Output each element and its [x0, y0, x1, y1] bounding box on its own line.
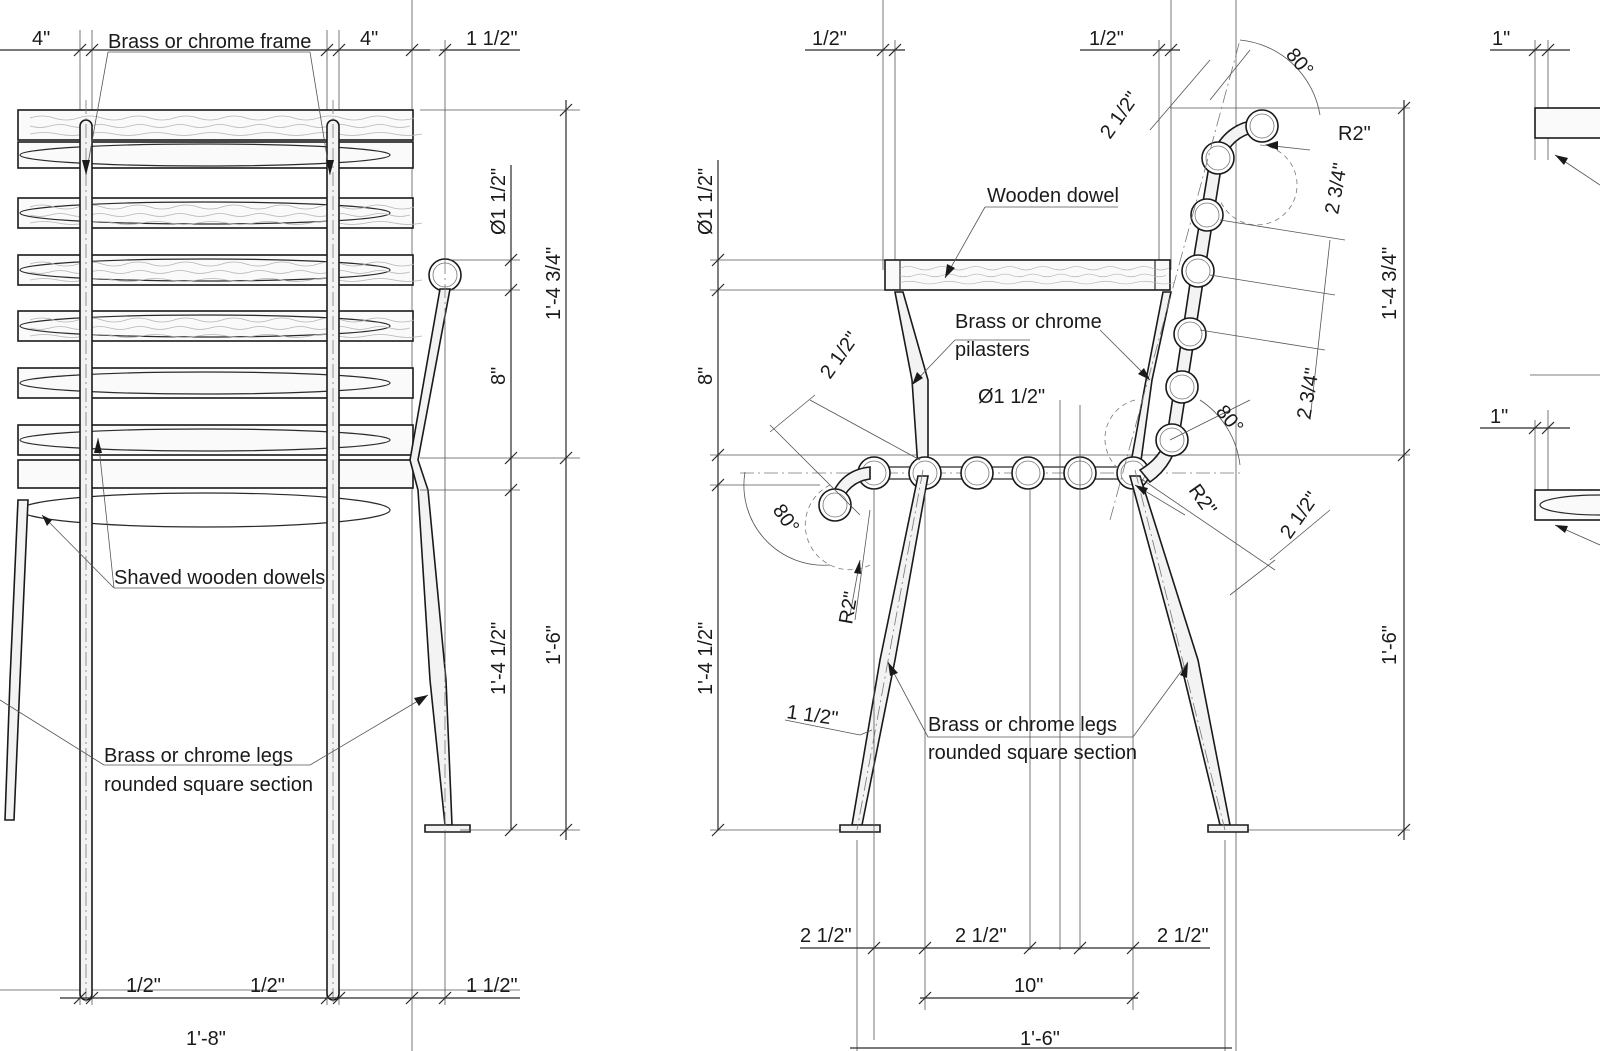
- dim-left-mid: 8": [695, 367, 717, 385]
- dim-dia-mid: Ø1 1/2": [978, 386, 1045, 408]
- dim-span: 10": [1014, 975, 1043, 997]
- dim-angle-left: 80°: [768, 500, 803, 537]
- side-leg-left-view: [4, 258, 471, 840]
- wooden-dowel-side: [884, 259, 1175, 291]
- label-wooden-dowel: Wooden dowel: [987, 185, 1119, 207]
- dim-radius-left: R2": [835, 590, 862, 626]
- dim-leg-width: 1 1/2": [785, 701, 839, 730]
- dim-radius-top: R2": [1338, 123, 1371, 145]
- dim-spacing-a: 2 3/4": [1321, 161, 1352, 216]
- front-elevation-view: 4" Brass or chrome frame 4" 1 1/2" Ø1 1/…: [0, 0, 580, 1051]
- side-elevation-view: 1/2" 1/2" Wooden dowel Ø1 1/2" Brass or …: [695, 0, 1411, 1051]
- left-view-top-dims: [0, 43, 520, 57]
- dim-bottom-c: 1 1/2": [466, 975, 518, 997]
- dim-overall-top: 1'-4 3/4": [543, 247, 565, 320]
- label-legs-line2-side: rounded square section: [928, 742, 1137, 764]
- dim-bottom-b-side: 2 1/2": [955, 925, 1007, 947]
- label-brass-frame: Brass or chrome frame: [108, 31, 311, 53]
- side-legs: [839, 469, 1249, 833]
- dim-left-lower: 1'-4 1/2": [695, 622, 717, 695]
- dim-bottom-a: 1/2": [126, 975, 161, 997]
- dim-bottom-c-side: 2 1/2": [1157, 925, 1209, 947]
- dim-top-left: 4": [32, 28, 50, 50]
- dim-top-mid: 4": [360, 28, 378, 50]
- dim-overall-bottom: 1'-6": [543, 625, 565, 665]
- dim-back-top: 2 1/2": [1096, 88, 1144, 143]
- label-legs-line1: Brass or chrome legs: [104, 745, 293, 767]
- left-view-bottom-dims: [60, 991, 520, 1005]
- backrest-curve: [1104, 39, 1298, 521]
- dim-lower: 1'-4 1/2": [488, 622, 510, 695]
- dim-top-b: 1/2": [1089, 28, 1124, 50]
- brass-frame-rods: [79, 100, 340, 1005]
- dim-overall-bottom-side: 1'-6": [1379, 625, 1401, 665]
- dim-width: 1'-8": [186, 1028, 226, 1050]
- dim-angle-top: 80°: [1281, 44, 1317, 81]
- label-pilasters-line1: Brass or chrome: [955, 311, 1102, 333]
- dim-width-side: 1'-6": [1020, 1028, 1060, 1050]
- seat-rail: [740, 456, 1240, 571]
- dim-angle-right: 80°: [1211, 401, 1247, 438]
- label-legs-line2: rounded square section: [104, 774, 313, 796]
- dim-top-a: 1/2": [812, 28, 847, 50]
- dim-bottom-b: 1/2": [250, 975, 285, 997]
- left-view-leaders: [0, 51, 429, 766]
- dim-small-a: 2 1/2": [816, 328, 864, 383]
- side-view-leaders: [784, 141, 1311, 738]
- dim-diameter: Ø1 1/2": [488, 168, 510, 235]
- side-view-bottom-dims: [800, 941, 1232, 1049]
- dim-spacing-b: 2 3/4": [1293, 366, 1324, 421]
- dim-overall-top-side: 1'-4 3/4": [1379, 247, 1401, 320]
- dim-bottom-a-side: 2 1/2": [800, 925, 852, 947]
- dim-radius-right: R2": [1184, 480, 1221, 519]
- label-shaved-dowels: Shaved wooden dowels: [114, 567, 325, 589]
- partial-right-view: 1" 1": [1480, 28, 1600, 546]
- label-legs-line1-side: Brass or chrome legs: [928, 714, 1117, 736]
- dim-dia-left: Ø1 1/2": [695, 168, 717, 235]
- left-view-vertical-dims: [420, 100, 580, 840]
- dim-top-right: 1 1/2": [466, 28, 518, 50]
- dim-mid: 8": [488, 367, 510, 385]
- label-pilasters-line2: pilasters: [955, 339, 1029, 361]
- dim-right-mid: 1": [1490, 406, 1508, 428]
- dim-right-top: 1": [1492, 28, 1510, 50]
- wooden-slats: [17, 109, 423, 528]
